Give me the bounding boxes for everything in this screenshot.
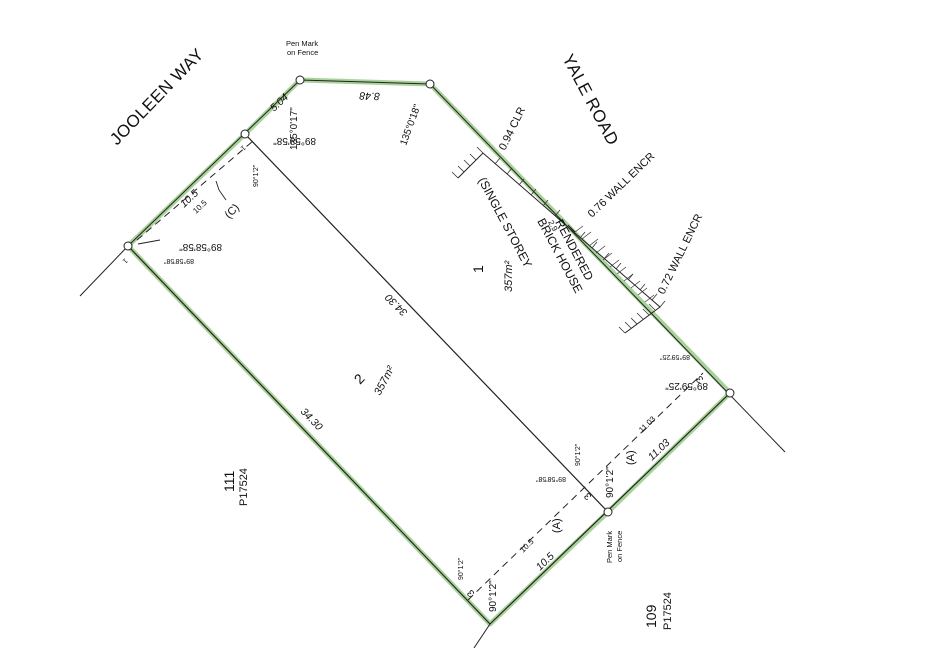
pen-mark-north-line1: Pen Mark bbox=[286, 39, 318, 48]
dim-8-48: 8.48 bbox=[359, 89, 380, 102]
lot-2-area: 357m² bbox=[372, 364, 397, 397]
pen-mark-north-line2: on Fence bbox=[287, 48, 318, 57]
house-outline bbox=[457, 152, 661, 334]
lot-1-number: 1 bbox=[470, 265, 486, 273]
angle-89-58-58-top: 89°58'58" bbox=[273, 135, 316, 146]
angle-89-59-25-small: 89°59'25" bbox=[660, 353, 690, 361]
adjoining-lot-111-plan: P17524 bbox=[238, 468, 250, 506]
lot-2-number: 2 bbox=[351, 370, 368, 387]
adjoining-lot-109-plan: P17524 bbox=[662, 592, 674, 630]
house-label-line3: (SINGLE STOREY bbox=[475, 175, 535, 270]
note-0-94-clr: 0.94 CLR bbox=[497, 105, 528, 152]
dim-34-30-centre: 34.30 bbox=[383, 291, 410, 318]
angle-89-58-58-west: 89°58'58" bbox=[179, 241, 222, 252]
survey-marks bbox=[123, 75, 735, 517]
angle-90-1-2-mid-large: 90°1'2" bbox=[605, 466, 616, 498]
note-0-72-wall-encr: 0.72 WALL ENCR bbox=[656, 212, 705, 296]
mark-nw bbox=[123, 241, 133, 251]
angle-89-58-58-south: 89°58'58" bbox=[536, 475, 566, 483]
dim-10-5-south: 10.5 bbox=[534, 550, 557, 573]
easement-a-label-south: (A) bbox=[551, 518, 563, 533]
mark-pen-mark-south bbox=[603, 507, 613, 517]
road-lines bbox=[79, 79, 786, 649]
easement-lines bbox=[136, 140, 704, 601]
road-name-yale: YALE ROAD bbox=[558, 51, 622, 149]
angle-90-1-2-mid: 90°1'2" bbox=[574, 443, 582, 466]
mark-lot-corner bbox=[240, 129, 250, 139]
angle-135-0-18: 135°0'18" bbox=[398, 103, 423, 147]
dim-10-5-south-small: 10.5 bbox=[518, 537, 536, 555]
mark-truncation bbox=[425, 79, 435, 89]
lot-number-1-west-b: 1 bbox=[239, 144, 247, 152]
wall-encroachment-hatch bbox=[574, 225, 655, 303]
mark-pen-mark-north bbox=[295, 75, 305, 85]
pen-mark-south-line1: Pen Mark bbox=[605, 531, 614, 563]
lot-number-3-sw: 3 bbox=[465, 587, 477, 599]
note-0-76-wall-encr: 0.76 WALL ENCR bbox=[586, 150, 658, 220]
angle-89-58-58-west-small: 89°58'58" bbox=[164, 257, 194, 265]
angle-90-1-2-sw-small: 90°1'2" bbox=[457, 557, 465, 580]
easement-arrow bbox=[137, 180, 227, 245]
dim-11-03-small: 11.03 bbox=[637, 414, 658, 434]
easement-a-label-east: (A) bbox=[625, 450, 637, 465]
mark-east bbox=[725, 388, 735, 398]
lot-1-area: 357m² bbox=[503, 260, 515, 292]
road-name-jooleen: JOOLEEN WAY bbox=[106, 45, 207, 149]
angle-90-1-2-west: 90°1'2" bbox=[252, 164, 260, 187]
house-hatching bbox=[451, 146, 666, 334]
angle-135-0-17: 135°0'17" bbox=[289, 107, 300, 150]
easement-c-label: (C) bbox=[223, 202, 242, 221]
adjoining-lot-109: 109 bbox=[643, 604, 659, 628]
angle-89-59-25: 89°59'25" bbox=[665, 380, 708, 391]
lot-number-1-west-a: 1 bbox=[121, 257, 129, 265]
adjoining-lot-111: 111 bbox=[221, 471, 237, 492]
angle-90-1-2-sw: 90°1'2" bbox=[488, 580, 499, 612]
pen-mark-south-line2: on Fence bbox=[615, 531, 624, 562]
boundary-lines bbox=[127, 133, 731, 625]
